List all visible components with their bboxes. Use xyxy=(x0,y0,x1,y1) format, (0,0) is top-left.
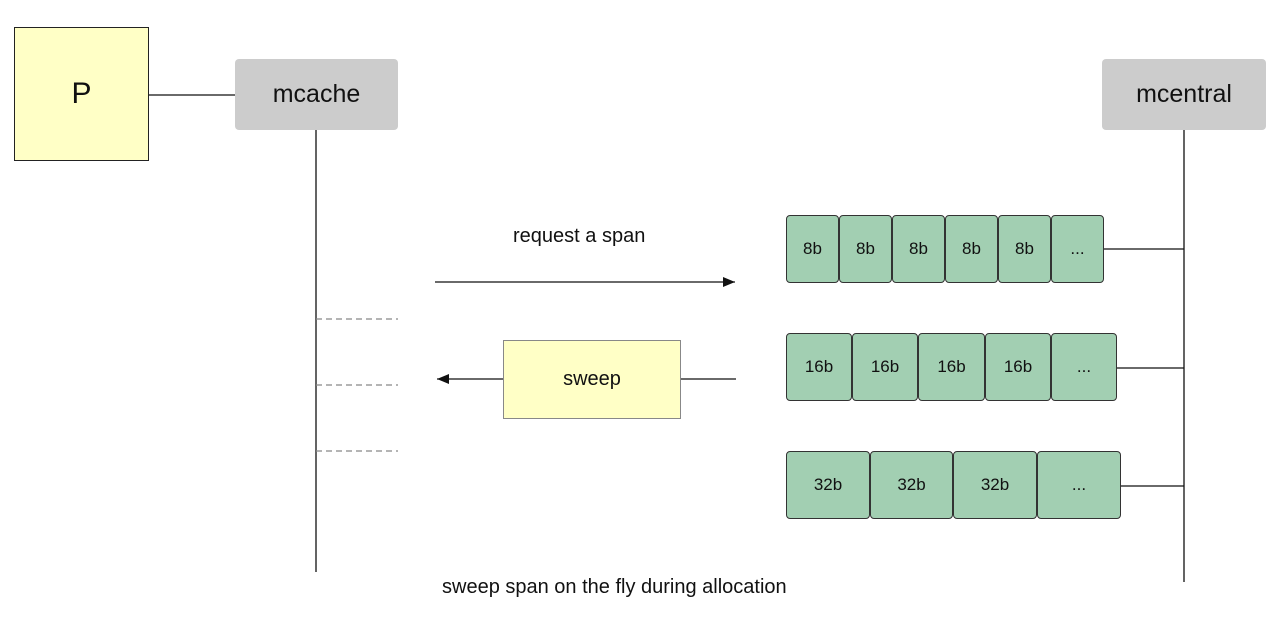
span-cell: ... xyxy=(1051,333,1117,401)
diagram-caption: sweep span on the fly during allocation xyxy=(442,576,787,598)
span-cell: 8b xyxy=(839,215,892,283)
span-cell: ... xyxy=(1051,215,1104,283)
span-cell: 32b xyxy=(786,451,870,519)
span-cell: 16b xyxy=(786,333,852,401)
span-cell: 16b xyxy=(918,333,985,401)
sweep-node: sweep xyxy=(503,340,681,419)
span-cell: 32b xyxy=(870,451,953,519)
request-label: request a span xyxy=(513,225,646,247)
span-cell: 8b xyxy=(945,215,998,283)
span-cell: 8b xyxy=(998,215,1051,283)
span-cell: 8b xyxy=(892,215,945,283)
mcentral-node: mcentral xyxy=(1102,59,1266,130)
span-cell: ... xyxy=(1037,451,1121,519)
mcache-node: mcache xyxy=(235,59,398,130)
span-cell: 32b xyxy=(953,451,1037,519)
span-cell: 16b xyxy=(985,333,1051,401)
span-cell: 16b xyxy=(852,333,918,401)
span-cell: 8b xyxy=(786,215,839,283)
p-node: P xyxy=(14,27,149,161)
